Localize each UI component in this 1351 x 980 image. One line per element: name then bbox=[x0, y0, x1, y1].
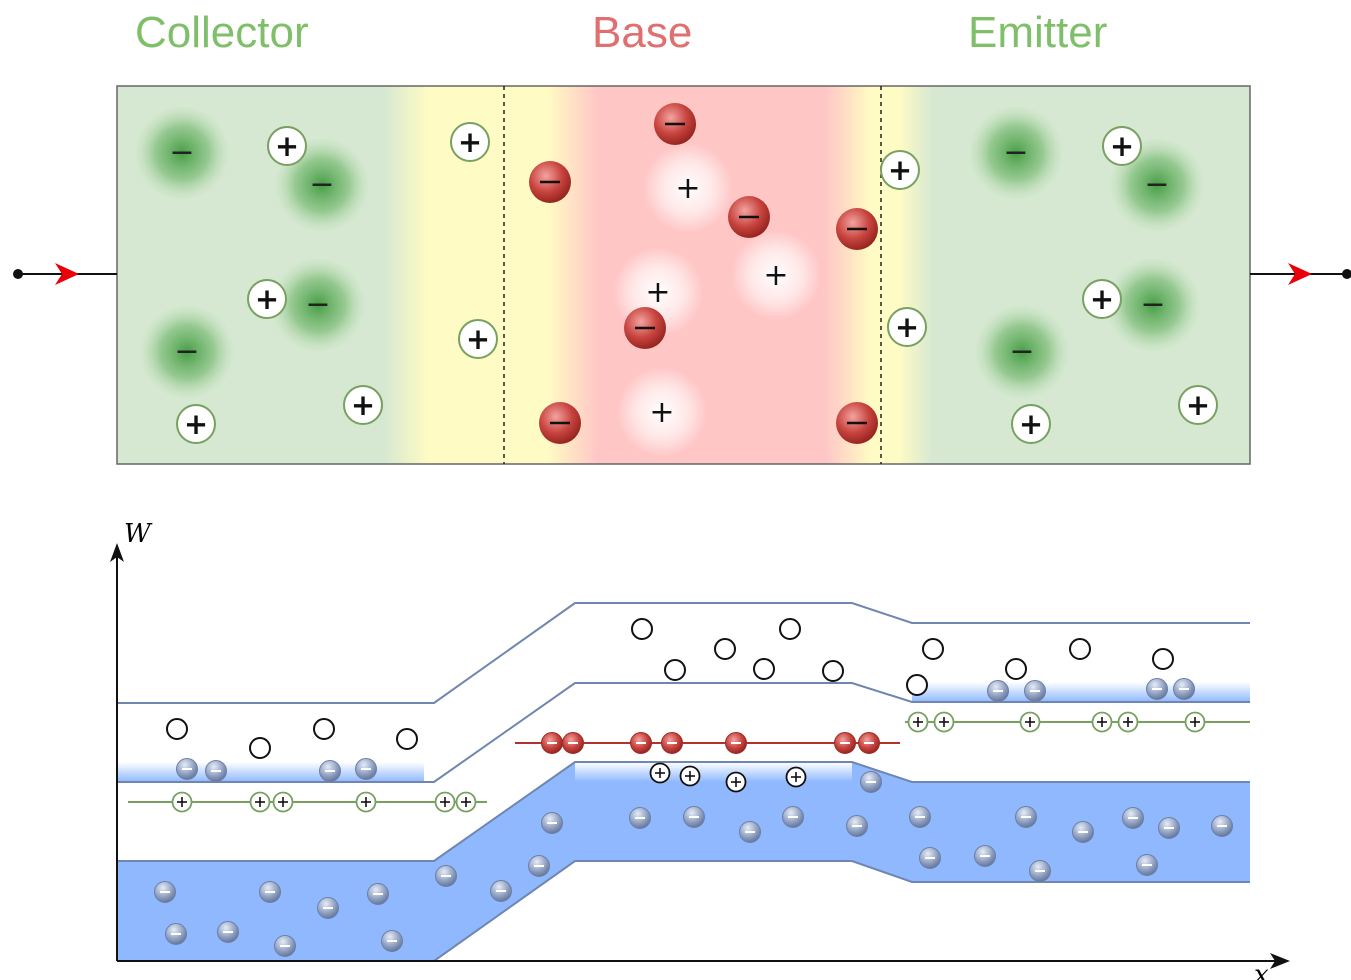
hole-plus-sign: + bbox=[275, 129, 299, 163]
fixed-ion-minus: − bbox=[1003, 135, 1028, 170]
hole bbox=[779, 618, 801, 640]
fixed-ion-plus: + bbox=[763, 258, 788, 293]
hole-plus-sign: + bbox=[184, 407, 208, 441]
hole-plus-sign: + bbox=[1019, 407, 1043, 441]
base-electron-layer bbox=[575, 762, 852, 782]
y-axis-label: W bbox=[124, 519, 153, 549]
emitter-label: Emitter bbox=[968, 8, 1108, 57]
hole bbox=[822, 660, 844, 682]
hole bbox=[753, 658, 775, 680]
hole-carrier bbox=[1082, 279, 1122, 319]
fixed-ion-minus: − bbox=[169, 135, 194, 170]
hole-carrier bbox=[1178, 385, 1218, 425]
vacuum-level-line bbox=[117, 602, 1250, 704]
ion-glow bbox=[731, 230, 821, 320]
current-arrow-icon bbox=[1288, 263, 1312, 285]
hole-carrier bbox=[450, 122, 490, 162]
band-diagram: W x bbox=[110, 519, 1290, 980]
ion-glow bbox=[968, 105, 1064, 201]
hole bbox=[1152, 648, 1174, 670]
hole-plus-sign: + bbox=[466, 322, 490, 356]
hole-carrier bbox=[880, 150, 920, 190]
hole bbox=[166, 718, 188, 740]
hole-carrier bbox=[1011, 404, 1051, 444]
hole-plus-sign: + bbox=[1110, 129, 1134, 163]
charges: −−−−−−−−++++++++++++++++ bbox=[169, 103, 1218, 444]
hole-plus-sign: + bbox=[458, 125, 482, 159]
hole bbox=[1069, 638, 1091, 660]
hole-plus-sign: + bbox=[895, 310, 919, 344]
hole-carrier bbox=[267, 126, 307, 166]
terminal-dot bbox=[1342, 269, 1351, 279]
current-arrow-icon bbox=[55, 263, 79, 285]
collector-label: Collector bbox=[135, 8, 309, 57]
hole-carrier bbox=[887, 307, 927, 347]
fixed-ion-minus: − bbox=[174, 334, 199, 369]
ion-glow bbox=[974, 304, 1070, 400]
hole-plus-sign: + bbox=[255, 282, 279, 316]
hole-carrier bbox=[176, 404, 216, 444]
fixed-ion-minus: − bbox=[1140, 287, 1165, 322]
ion-glow bbox=[1105, 257, 1201, 353]
fixed-ion-plus: + bbox=[649, 395, 674, 430]
ion-glow bbox=[270, 257, 366, 353]
ion-glow bbox=[617, 367, 707, 457]
ion-glow bbox=[134, 105, 230, 201]
emitter-electron-layer bbox=[912, 682, 1250, 702]
hole-carrier bbox=[343, 385, 383, 425]
hole bbox=[714, 638, 736, 660]
ion-glow bbox=[139, 304, 235, 400]
hole bbox=[1005, 658, 1027, 680]
valence-band-fill bbox=[117, 762, 1250, 961]
fixed-ion-plus: + bbox=[645, 275, 670, 310]
base-label: Base bbox=[592, 8, 693, 57]
hole-plus-sign: + bbox=[1186, 388, 1210, 422]
hole-plus-sign: + bbox=[351, 388, 375, 422]
fixed-ion-minus: − bbox=[309, 167, 334, 202]
ion-glow bbox=[643, 143, 733, 233]
fixed-ion-minus: − bbox=[305, 287, 330, 322]
fixed-ion-plus: + bbox=[675, 171, 700, 206]
terminal-dot bbox=[13, 269, 23, 279]
left-lead bbox=[13, 263, 117, 285]
hole bbox=[249, 737, 271, 759]
y-axis-arrow-icon bbox=[110, 543, 124, 562]
collector-electron-layer bbox=[117, 762, 424, 782]
fixed-ion-minus: − bbox=[1009, 334, 1034, 369]
x-axis-label: x bbox=[1254, 960, 1269, 980]
hole bbox=[906, 674, 928, 696]
hole bbox=[664, 659, 686, 681]
hole-carrier bbox=[458, 319, 498, 359]
hole bbox=[922, 638, 944, 660]
hole-plus-sign: + bbox=[888, 153, 912, 187]
conduction-band-line bbox=[117, 682, 1250, 783]
valence-band-top-line bbox=[117, 761, 1250, 862]
hole-carrier bbox=[247, 279, 287, 319]
right-lead bbox=[1250, 263, 1351, 285]
hole bbox=[631, 618, 653, 640]
hole bbox=[313, 718, 335, 740]
hole-plus-sign: + bbox=[1090, 282, 1114, 316]
x-axis-arrow-icon bbox=[1270, 953, 1290, 969]
band-particles bbox=[154, 618, 1233, 957]
hole-carrier bbox=[1102, 126, 1142, 166]
hole bbox=[396, 728, 418, 750]
transistor-structure: −−−−−−−−++++++++++++++++ bbox=[116, 85, 1251, 465]
fixed-ion-minus: − bbox=[1144, 167, 1169, 202]
